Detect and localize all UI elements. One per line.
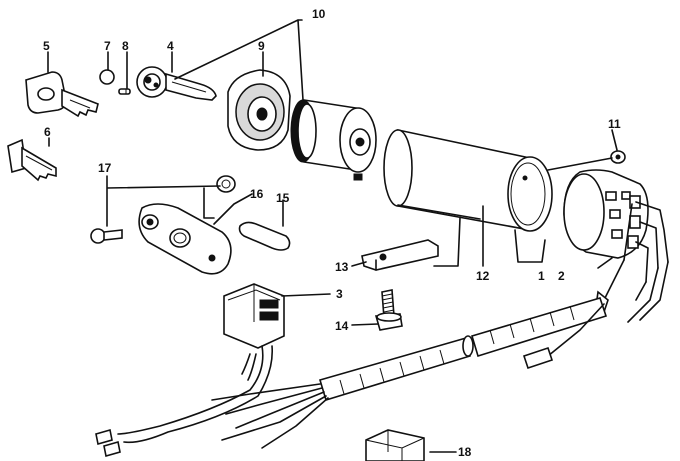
- outer-tube-part: [383, 129, 553, 232]
- wiring-harness-part: [211, 297, 608, 449]
- leader-lines: [47, 19, 618, 453]
- bezel-ring-part: [227, 69, 291, 151]
- callout-label-8: 8: [122, 39, 129, 53]
- connector-harness-part: [95, 283, 285, 458]
- cylinder-housing-part: [290, 99, 377, 181]
- callout-label-10: 10: [312, 7, 326, 21]
- callout-label-14: 14: [335, 319, 349, 333]
- callout-label-4: 4: [167, 39, 174, 53]
- callout-label-12: 12: [476, 269, 490, 283]
- lock-cylinder-key-part: [136, 66, 217, 101]
- small-plate-part: [238, 221, 291, 251]
- key-triangle-head-part: [7, 138, 57, 182]
- bracket-part: [361, 239, 439, 271]
- callout-label-3: 3: [336, 287, 343, 301]
- small-pin-part: [118, 88, 131, 95]
- callout-label-13: 13: [335, 260, 349, 274]
- callout-label-15: 15: [276, 191, 290, 205]
- callout-labels: 5 6 7 8 4 9 10 11 17 16 15 12 1 2 13 3 1…: [43, 7, 621, 459]
- callout-label-17: 17: [98, 161, 112, 175]
- mounting-plate-part: [138, 203, 232, 275]
- relay-part: [365, 429, 425, 461]
- callout-label-7: 7: [104, 39, 111, 53]
- small-nut-part: [610, 150, 626, 164]
- ignition-switch-part: [563, 169, 669, 323]
- key-square-head-part: [25, 71, 99, 118]
- callout-label-11: 11: [608, 117, 621, 131]
- callout-label-16: 16: [250, 187, 264, 201]
- callout-label-6: 6: [44, 125, 51, 139]
- bolt-part: [374, 289, 403, 331]
- callout-label-1: 1: [538, 269, 545, 283]
- callout-label-5: 5: [43, 39, 50, 53]
- screw-part: [90, 175, 236, 244]
- callout-label-9: 9: [258, 39, 265, 53]
- callout-label-2: 2: [558, 269, 565, 283]
- callout-label-18: 18: [458, 445, 472, 459]
- small-cap-part: [99, 69, 115, 85]
